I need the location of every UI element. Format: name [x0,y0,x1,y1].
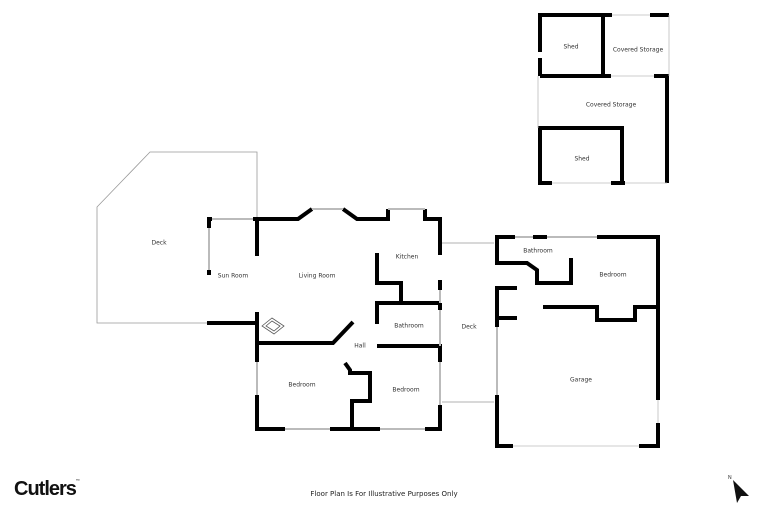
room-label-shed-bottom: Shed [574,155,590,163]
room-label-covered-storage: Covered Storage [585,101,637,109]
room-label-shed-top: Shed [563,43,579,51]
room-label-covered-storage-top: Covered Storage [612,46,664,54]
room-label-bathroom-main: Bathroom [394,322,424,330]
room-label-bedroom-2: Bedroom [392,386,420,394]
room-label-bedroom-1: Bedroom [288,381,316,389]
garage-building [495,235,660,448]
room-label-deck-left: Deck [151,239,167,247]
room-label-sun-room: Sun Room [217,272,249,280]
brand-logo: Cutlers™ [14,478,80,501]
brand-name: Cutlers [14,478,77,500]
room-label-hall: Hall [354,342,366,350]
room-label-living-room: Living Room [298,272,336,280]
main-house [207,207,494,431]
room-label-deck-center: Deck [461,323,477,331]
fireplace-icon [261,317,285,335]
disclaimer-text: Floor Plan Is For Illustrative Purposes … [310,490,458,498]
room-label-kitchen: Kitchen [395,253,419,261]
trademark-symbol: ™ [75,478,80,483]
room-label-bedroom-garage: Bedroom [599,271,627,279]
room-label-garage: Garage [570,376,592,384]
north-arrow-icon [733,480,749,503]
outbuilding [537,13,670,185]
room-label-bathroom-garage: Bathroom [523,247,553,255]
deck-outline [96,151,258,324]
compass-north-label: N [728,475,732,481]
